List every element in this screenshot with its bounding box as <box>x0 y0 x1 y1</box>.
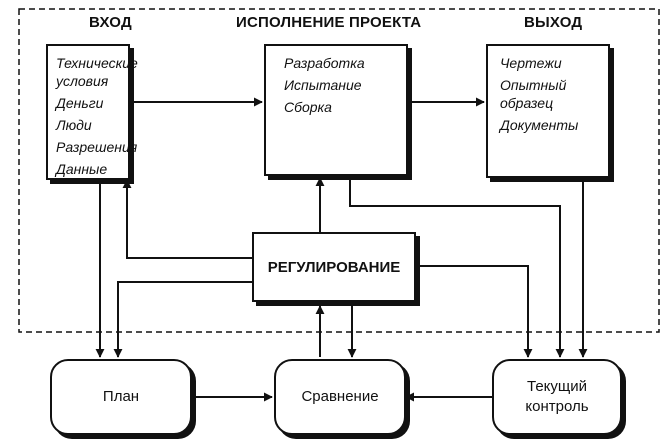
input-header: ВХОД <box>89 14 132 31</box>
output-header: ВЫХОД <box>524 14 583 31</box>
regulation-box: РЕГУЛИРОВАНИЕ <box>252 232 416 302</box>
input-item: Люди <box>56 117 92 133</box>
input-item: Разрешения <box>56 139 138 155</box>
output-item: Чертежи <box>500 55 562 71</box>
execution-header: ИСПОЛНЕНИЕ ПРОЕКТА <box>236 14 422 31</box>
execution-item: Разработка <box>284 55 365 71</box>
comparison-box: Сравнение <box>274 359 406 435</box>
output-item: Документы <box>500 117 579 133</box>
arrow-execution-to-control <box>349 178 565 358</box>
comparison-label: Сравнение <box>301 388 379 405</box>
current-control-box: Текущий контроль <box>492 359 622 435</box>
project-boundary <box>18 8 660 333</box>
output-item: Опытный образец <box>500 77 567 111</box>
input-box: Технические условия Деньги Люди Разрешен… <box>46 44 138 180</box>
input-item: Данные <box>56 161 108 177</box>
execution-item: Испытание <box>284 77 362 93</box>
arrow-regulation-to-plan <box>113 281 252 358</box>
current-control-label: Текущий контроль <box>525 378 589 415</box>
input-item: Технические условия <box>56 55 138 89</box>
regulation-label: РЕГУЛИРОВАНИЕ <box>267 258 401 276</box>
execution-box: Разработка Испытание Сборка <box>264 44 408 176</box>
arrow-regulation-to-input <box>122 179 252 259</box>
input-item: Деньги <box>56 95 104 111</box>
arrow-regulation-to-control <box>416 265 533 358</box>
output-box: Чертежи Опытный образец Документы <box>486 44 610 178</box>
plan-box: План <box>50 359 192 435</box>
plan-label: План <box>102 388 140 405</box>
execution-item: Сборка <box>284 99 332 115</box>
